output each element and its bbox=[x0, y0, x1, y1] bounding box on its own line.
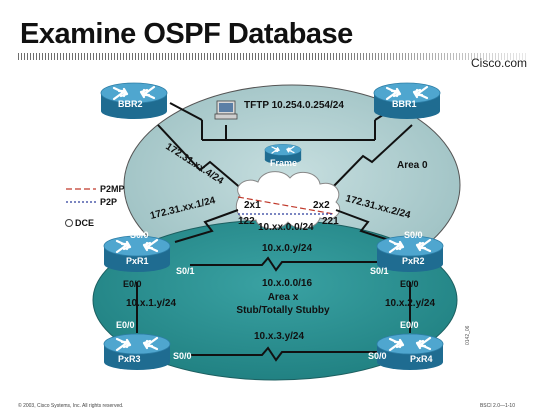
router-label-pxr3: PxR3 bbox=[118, 354, 141, 364]
dlci-label-2x2: 2x2 bbox=[313, 200, 330, 211]
title-rule-fade bbox=[18, 53, 528, 60]
interface-label: E0/0 bbox=[116, 320, 135, 330]
area-0-label: Area 0 bbox=[397, 160, 428, 171]
router-label-pxr2: PxR2 bbox=[402, 256, 425, 266]
copyright-footer: © 2003, Cisco Systems, Inc. All rights r… bbox=[18, 403, 124, 409]
summary-route-label: 10.x.0.0/16 bbox=[262, 278, 312, 289]
router-label-bbr1: BBR1 bbox=[392, 99, 417, 109]
router-icon bbox=[102, 234, 172, 274]
legend-p2p: P2P bbox=[100, 197, 117, 207]
cloud-subnet-label: 10.xx.0.0/24 bbox=[258, 222, 314, 233]
router-label-bbr2: BBR2 bbox=[118, 99, 143, 109]
interface-label: S0/0 bbox=[173, 351, 192, 361]
dce-marker-icon bbox=[65, 219, 73, 227]
dlci-label-221: 221 bbox=[322, 216, 339, 227]
workstation-icon bbox=[214, 100, 238, 120]
course-page-footer: BSCI 2.0—1-10 bbox=[479, 403, 515, 409]
interface-label: E0/0 bbox=[400, 320, 419, 330]
figure-code: 0142_06 bbox=[465, 325, 471, 345]
link-label-pxr1-pxr3: 10.x.1.y/24 bbox=[126, 298, 176, 309]
serial-link-icon bbox=[190, 256, 380, 272]
router-label-pxr4: PxR4 bbox=[410, 354, 433, 364]
slide-title: Examine OSPF Database bbox=[20, 18, 353, 50]
dlci-label-2x1: 2x1 bbox=[244, 200, 261, 211]
interface-label: S0/1 bbox=[176, 266, 195, 276]
interface-label: E0/0 bbox=[123, 279, 142, 289]
interface-label: S0/0 bbox=[130, 230, 149, 240]
legend-p2mp: P2MP bbox=[100, 184, 125, 194]
dlci-label-122: 122 bbox=[238, 216, 255, 227]
interface-label: S0/1 bbox=[370, 266, 389, 276]
area-x-label: Area x bbox=[268, 292, 299, 303]
serial-link-icon bbox=[329, 124, 413, 191]
interface-label: E0/0 bbox=[400, 279, 419, 289]
serial-link-icon bbox=[190, 346, 380, 362]
router-label-pxr1: PxR1 bbox=[126, 256, 149, 266]
router-icon bbox=[102, 332, 172, 372]
router-icon bbox=[375, 332, 445, 372]
interface-label: S0/0 bbox=[368, 351, 387, 361]
p2mp-link bbox=[237, 196, 335, 215]
router-label-frame: Frame bbox=[270, 158, 297, 168]
link-label-pxr3-pxr4: 10.x.3.y/24 bbox=[254, 331, 304, 342]
cisco-brand-label: Cisco.com bbox=[470, 56, 527, 70]
link-label-pxr2-pxr4: 10.x.2.y/24 bbox=[385, 298, 435, 309]
link-label-pxr1-pxr2: 10.x.0.y/24 bbox=[262, 243, 312, 254]
tftp-label: TFTP 10.254.0.254/24 bbox=[244, 100, 344, 111]
legend-dce: DCE bbox=[75, 218, 94, 228]
interface-label: S0/0 bbox=[404, 230, 423, 240]
serial-link-icon bbox=[157, 124, 244, 191]
area-x-type-label: Stub/Totally Stubby bbox=[236, 305, 330, 316]
